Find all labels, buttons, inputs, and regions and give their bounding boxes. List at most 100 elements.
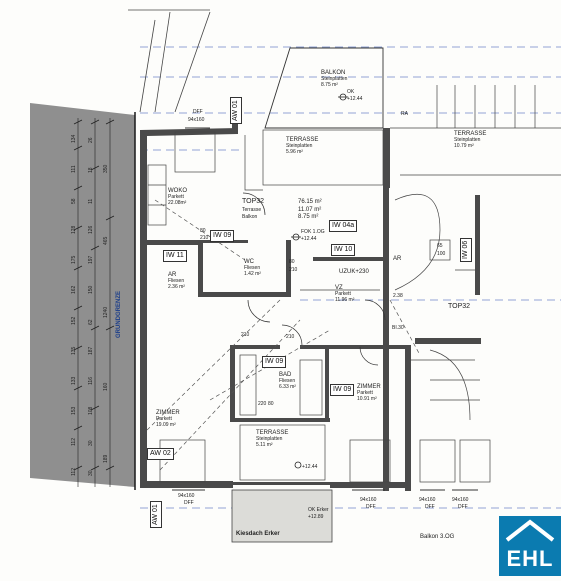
door-swings bbox=[242, 192, 386, 366]
wc-name: WC bbox=[244, 259, 254, 265]
vz-area: 11.96 m² bbox=[335, 297, 355, 303]
wall-tag-aw02: AW 02 bbox=[147, 448, 174, 460]
dimension-value: 11 bbox=[88, 198, 94, 204]
wall-tag-iw09-a: IW 09 bbox=[210, 230, 235, 242]
dimension-value: 187 bbox=[88, 346, 94, 355]
zimmer-left-name: ZIMMER bbox=[156, 410, 180, 416]
window-bl-type: DFF bbox=[184, 500, 194, 506]
kiesdach-label: Kiesdach Erker bbox=[236, 531, 280, 537]
walls bbox=[140, 120, 481, 491]
window-bl-size: 94x160 bbox=[178, 493, 195, 499]
ar-door-height: 100 bbox=[437, 251, 446, 257]
dimension-value: 126 bbox=[88, 225, 94, 234]
zimmer-right-material: Parkett bbox=[357, 390, 373, 396]
iw09-door-height: 210 bbox=[200, 235, 209, 241]
roof-lines bbox=[128, 9, 211, 113]
zimmer-door-height: 210 bbox=[241, 332, 250, 338]
uzuk-label: UZUK+230 bbox=[339, 269, 369, 275]
dimension-value: 62 bbox=[88, 319, 94, 325]
bi30-label: BI.30 bbox=[392, 325, 404, 331]
axis-lines bbox=[140, 46, 561, 509]
zimmer-left-material: Parkett bbox=[156, 416, 172, 422]
dimension-value: 197 bbox=[88, 255, 94, 265]
dimension-value: 134 bbox=[71, 134, 77, 144]
grundgrenze-label: GRUNDGRENZE bbox=[116, 290, 122, 338]
dimension-value: 175 bbox=[71, 255, 77, 265]
dimension-value: 350 bbox=[103, 164, 109, 173]
dimension-value: 30 bbox=[88, 470, 94, 476]
dimension-value: 108 bbox=[88, 407, 94, 416]
fok-value: +12.44 bbox=[301, 236, 317, 242]
window-br2-size: 94x160 bbox=[452, 497, 469, 503]
window-bm-type: DFF bbox=[366, 504, 376, 510]
dimension-value: 465 bbox=[103, 237, 109, 246]
bad-dim-b: 80 bbox=[268, 401, 274, 407]
terrasse-bottom-level: +12.44 bbox=[302, 464, 318, 470]
balkon-name: BALKON bbox=[321, 70, 346, 76]
dimension-value: 116 bbox=[88, 377, 94, 386]
sight-lines bbox=[146, 199, 421, 471]
ar-left-name: AR bbox=[168, 272, 177, 278]
ar-door-width: 65 bbox=[437, 243, 443, 249]
wc-material: Fliesen bbox=[244, 265, 261, 271]
window-br1-type: DFF bbox=[425, 504, 435, 510]
terrasse-bottom-name: TERRASSE bbox=[256, 430, 289, 436]
balkon-3og-label: Balkon 3.OG bbox=[420, 534, 455, 540]
dimension-value: 58 bbox=[71, 198, 77, 204]
bad-material: Fliesen bbox=[279, 378, 296, 384]
dimension-value: 133 bbox=[71, 376, 77, 386]
zimmer-right-name: ZIMMER bbox=[357, 384, 381, 390]
terrasse-bottom-material: Steinplatten bbox=[256, 436, 283, 442]
window-br2-type: DFF bbox=[458, 504, 468, 510]
bad-area: 6.33 m² bbox=[279, 384, 296, 390]
top32-terrasse-label: Terrasse bbox=[242, 207, 262, 213]
kiesdach-area bbox=[231, 489, 333, 543]
bad-dim-a: 220 bbox=[258, 401, 267, 407]
wall-tag-aw01-bottom: AW 01 bbox=[150, 501, 162, 528]
level-markers bbox=[291, 93, 348, 518]
top32-name: TOP32 bbox=[242, 198, 265, 205]
balkon-material: Steinplatten bbox=[321, 76, 348, 82]
dimension-value: 150 bbox=[88, 286, 94, 295]
terrasse-right-name: TERRASSE bbox=[454, 131, 487, 137]
woko-name: WOKO bbox=[168, 188, 187, 194]
house-roof-icon bbox=[505, 519, 555, 542]
woko-material: Parkett bbox=[168, 194, 184, 200]
iw09-door-width: 80 bbox=[200, 228, 206, 234]
terrasse-right-material: Steinplatten bbox=[454, 137, 481, 143]
terrasse-right-area: 10.79 m² bbox=[454, 143, 474, 149]
interior-lines bbox=[147, 85, 561, 483]
zimmer-right-area: 10.91 m² bbox=[357, 396, 377, 402]
neighbour-plot-area bbox=[30, 103, 135, 487]
brand-logo: EHL bbox=[499, 516, 561, 576]
zimmer-left-area: 19.09 m² bbox=[156, 422, 176, 428]
terrasse-top-area: 5.96 m² bbox=[286, 149, 303, 155]
dimension-chains bbox=[73, 118, 115, 487]
dimension-value: 160 bbox=[103, 382, 109, 391]
wc-door-width: 80 bbox=[289, 259, 295, 265]
ra-label: RA bbox=[401, 111, 408, 117]
dimension-value: 162 bbox=[71, 286, 77, 295]
ar-left-area: 2.36 m² bbox=[168, 284, 185, 290]
vz-name: VZ bbox=[335, 285, 343, 291]
ar-right-name: AR bbox=[393, 256, 402, 262]
brand-name: EHL bbox=[506, 546, 554, 571]
wall-tag-aw01-top: AW 01 bbox=[230, 97, 242, 124]
balkon-ok-value: +12.44 bbox=[347, 96, 363, 102]
erker-ok-value: +12.89 bbox=[308, 514, 324, 520]
top32-terrasse-area: 11.07 m² bbox=[298, 207, 322, 213]
wall-tag-iw04a: IW 04a bbox=[329, 220, 358, 232]
top32-right-label: TOP32 bbox=[448, 303, 471, 310]
fok-label: FOK 1.OG bbox=[301, 229, 325, 235]
dimension-value: 153 bbox=[71, 407, 77, 416]
wall-tag-iw11: IW 11 bbox=[163, 250, 187, 262]
wc-door-height: 210 bbox=[289, 267, 298, 273]
wall-tag-iw10: IW 10 bbox=[331, 244, 356, 256]
window-br1-size: 94x160 bbox=[419, 497, 436, 503]
dimension-value: 18 bbox=[88, 167, 94, 174]
wall-tag-iw09-c: IW 09 bbox=[330, 384, 355, 396]
dimension-value: 152 bbox=[71, 316, 77, 325]
wc-area: 1.42 m² bbox=[244, 271, 261, 277]
